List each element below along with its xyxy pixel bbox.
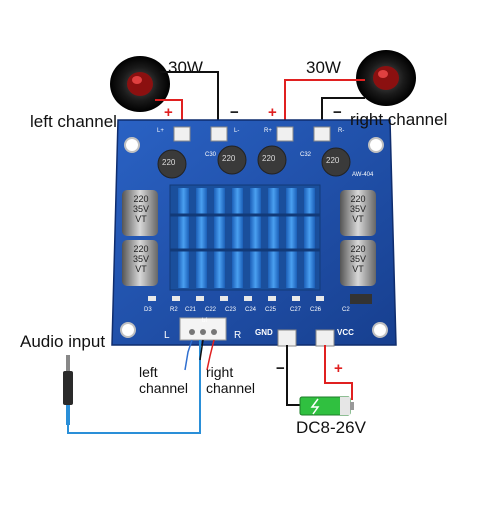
pcb-label: L+	[157, 128, 164, 134]
pcb-label: C30	[205, 152, 217, 158]
right-plus-sign: +	[268, 104, 277, 121]
large-cap-label: 220 35V VT	[130, 244, 152, 274]
right-plus-wire	[284, 79, 365, 128]
vcc-plus-sign: +	[334, 360, 343, 377]
pcb-label: C24	[245, 307, 257, 313]
right-speaker-icon	[356, 50, 416, 106]
pcb-label: C32	[300, 152, 312, 158]
speaker-wires	[155, 71, 365, 128]
cap-value: 220	[133, 194, 149, 204]
large-cap-label: 220 35V VT	[130, 194, 152, 224]
pcb-label: C27	[290, 307, 302, 313]
left-minus-wire	[160, 71, 219, 128]
audio-right-wire	[206, 339, 215, 371]
input-right-channel-label-line1: right	[206, 364, 234, 380]
left-speaker-power-label: 30W	[168, 58, 203, 77]
audio-input-label: Audio input	[20, 332, 106, 351]
small-cap-value: 220	[262, 154, 276, 163]
small-cap-value: 220	[222, 154, 236, 163]
cap-series: VT	[135, 264, 147, 274]
pcb-label: bf	[202, 318, 208, 324]
audio-jack-icon	[63, 355, 73, 425]
cap-series: VT	[352, 264, 364, 274]
vcc-wire	[324, 345, 353, 400]
amplifier-board	[111, 119, 397, 347]
audio-ground-wire	[67, 340, 201, 434]
left-speaker-icon	[110, 56, 170, 112]
supply-voltage-label: DC8-26V	[296, 418, 366, 437]
pcb-label: R2	[170, 307, 178, 313]
smd-components	[148, 294, 372, 304]
pcb-label: R-	[338, 128, 345, 134]
input-right-channel-label-line2: channel	[206, 380, 256, 396]
gnd-wire	[286, 345, 300, 406]
cap-series: VT	[135, 214, 147, 224]
large-cap-label: 220 35V VT	[347, 244, 369, 274]
small-cap-value: 220	[162, 158, 176, 167]
vcc-terminal	[315, 329, 335, 347]
right-minus-wire	[321, 97, 365, 128]
small-cap-value: 220	[326, 156, 340, 165]
pcb-label: L-	[234, 128, 240, 134]
right-speaker-power-label: 30W	[306, 58, 341, 77]
pcb-label: C23	[225, 307, 237, 313]
cap-voltage: 35V	[132, 254, 149, 264]
left-minus-sign: −	[230, 104, 239, 121]
pcb-label: C21	[185, 307, 197, 313]
cap-value: 220	[350, 244, 366, 254]
board-model: AW-404	[352, 172, 374, 178]
left-plus-wire	[155, 99, 183, 128]
pcb-label: C2	[342, 307, 350, 313]
board-right-mark: R	[234, 330, 242, 341]
gnd-silkscreen: GND	[255, 328, 273, 337]
left-channel-output-label: left channel	[30, 112, 117, 131]
large-capacitors	[122, 190, 376, 286]
gnd-minus-sign: −	[276, 360, 285, 377]
cap-value: 220	[350, 194, 366, 204]
board-left-mark: L	[164, 330, 170, 341]
pcb-label: R+	[264, 128, 272, 134]
right-channel-output-label: right channel	[350, 110, 448, 129]
input-left-channel-label-line2: channel	[139, 380, 189, 396]
cap-voltage: 35V	[349, 204, 366, 214]
pcb-label: C25	[265, 307, 277, 313]
cap-series: VT	[352, 214, 364, 224]
battery-icon	[299, 396, 354, 416]
pcb-label: C22	[205, 307, 217, 313]
large-cap-label: 220 35V VT	[347, 194, 369, 224]
gnd-terminal	[277, 329, 297, 347]
left-plus-sign: +	[164, 104, 173, 121]
vcc-silkscreen: VCC	[337, 328, 354, 337]
right-minus-sign: −	[333, 104, 342, 121]
pcb-label: C26	[310, 307, 322, 313]
heatsink	[169, 184, 321, 291]
pcb-label: D3	[144, 307, 152, 313]
input-left-channel-label-line1: left	[139, 364, 158, 380]
cap-value: 220	[133, 244, 149, 254]
audio-left-wire	[184, 339, 193, 371]
small-capacitors	[157, 145, 351, 179]
cap-voltage: 35V	[132, 204, 149, 214]
cap-voltage: 35V	[349, 254, 366, 264]
